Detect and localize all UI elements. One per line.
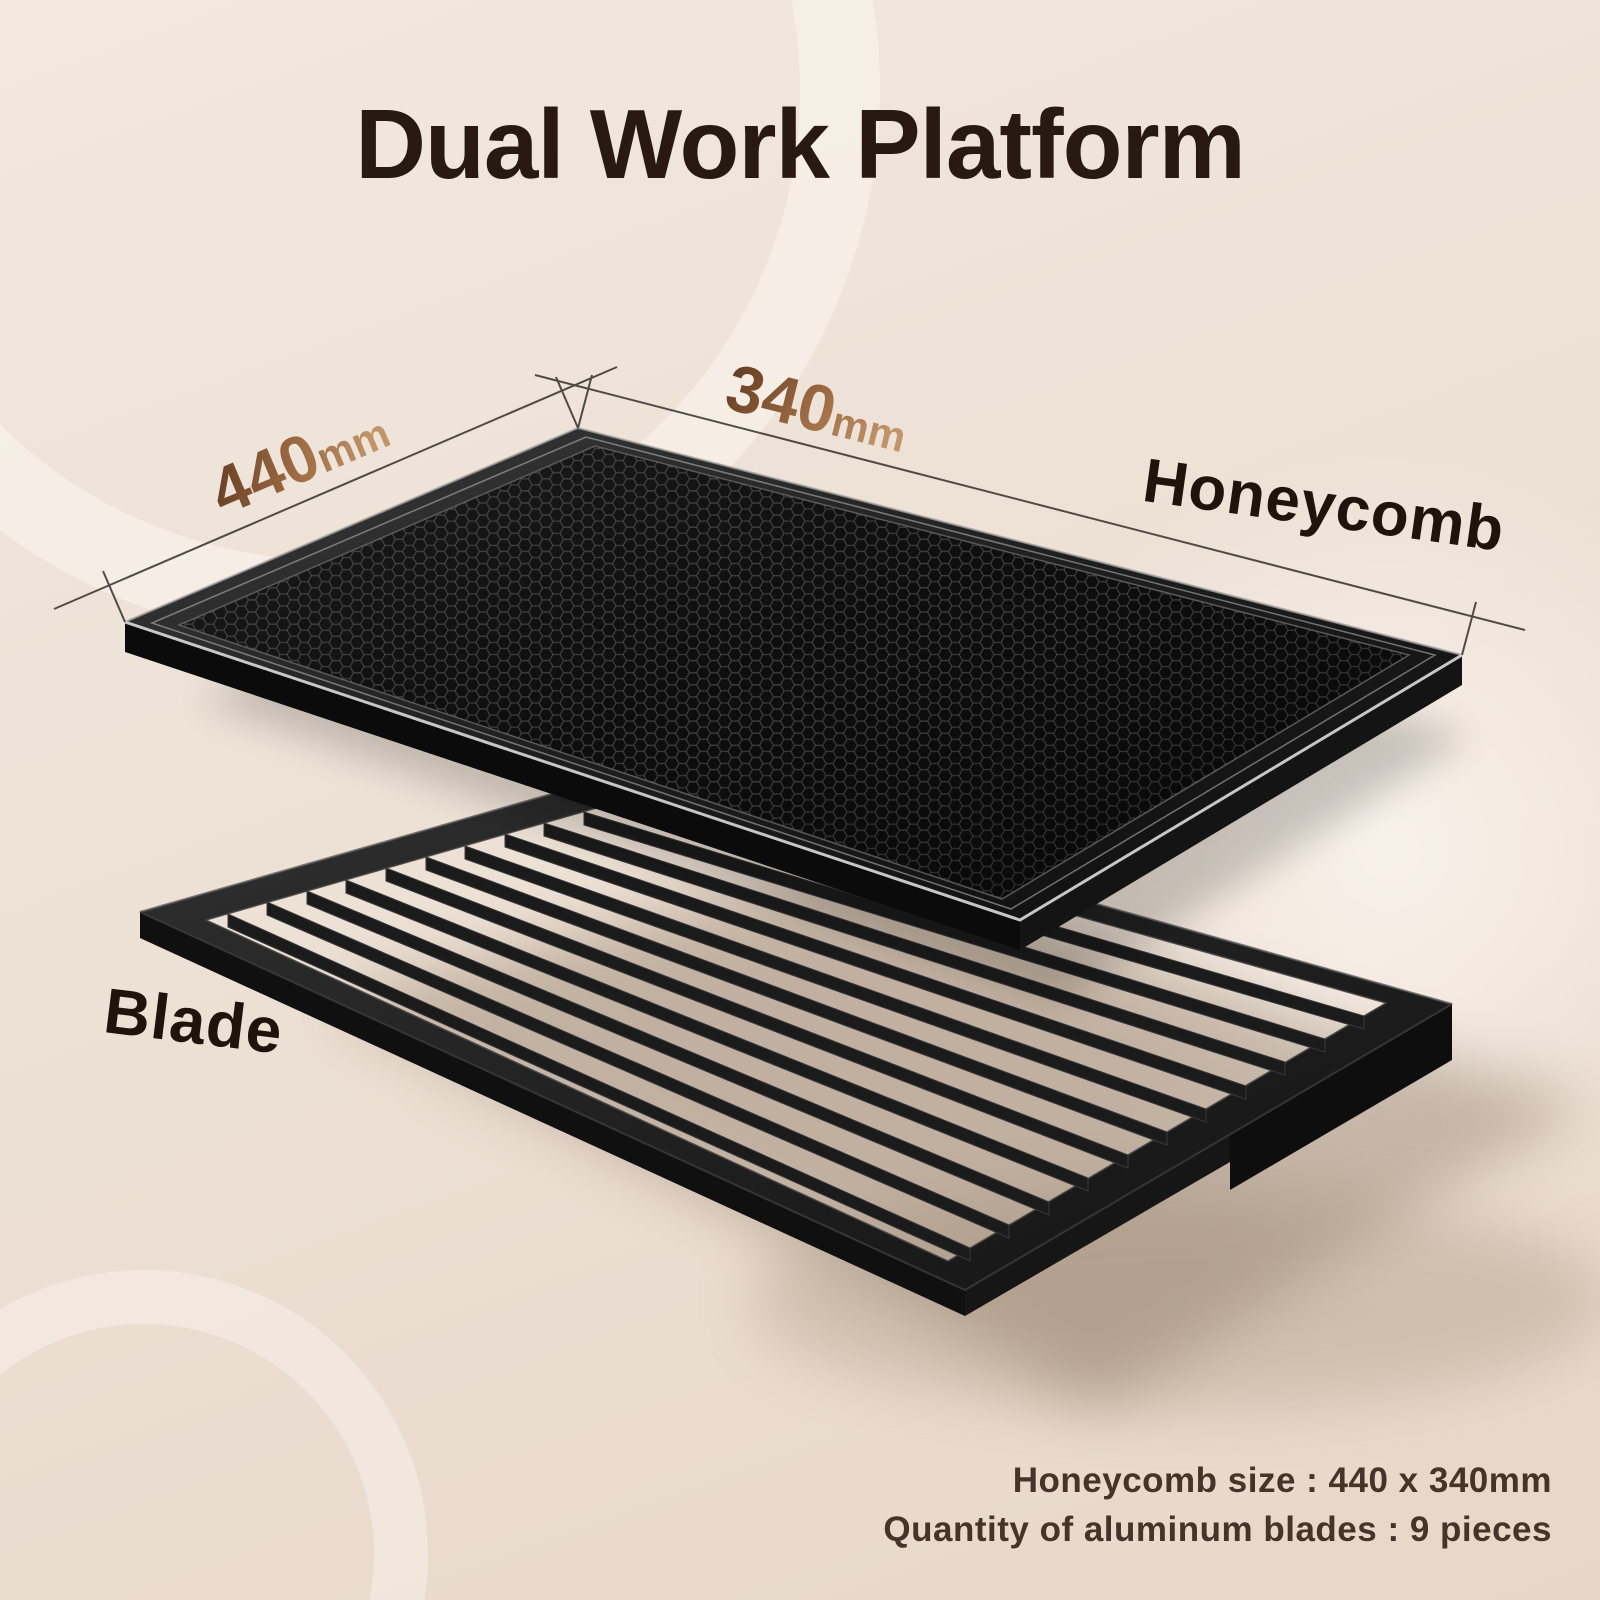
honeycomb-bevel-line (149, 436, 1437, 910)
blade-slat (227, 913, 971, 1262)
blade-slat (504, 833, 1247, 1100)
dimension-line-440 (53, 366, 618, 610)
dimension-line-340 (534, 374, 1526, 631)
blade-slat (306, 890, 1050, 1216)
dimension-lines (53, 366, 1526, 656)
blade-slat (385, 867, 1129, 1169)
blade-frame-side-right-near (965, 1134, 1230, 1316)
dimension-tick (102, 570, 126, 623)
dimension-tick (1461, 601, 1477, 656)
blade-slat (464, 845, 1207, 1123)
spec-blade-quantity: Quantity of aluminum blades : 9 pieces (883, 1510, 1552, 1549)
dimension-tick (577, 374, 593, 429)
blade-frame-inner-edge (203, 793, 1388, 1262)
blade-slat (345, 879, 1089, 1192)
honeycomb-mesh-shade (179, 446, 1409, 899)
dimension-tick (555, 376, 579, 429)
honeycomb-panel (124, 426, 1463, 950)
blade-slat (266, 901, 1010, 1239)
spec-honeycomb-size: Honeycomb size : 440 x 340mm (1012, 1461, 1552, 1500)
blade-slat (425, 856, 1168, 1146)
blade-frame-side-left (140, 912, 965, 1316)
dimension-label-440: 440mm (199, 389, 398, 529)
page-title: Dual Work Platform (355, 89, 1246, 199)
blade-frame-front-edge (139, 911, 1453, 1292)
honeycomb-side-left (125, 622, 1020, 950)
honeycomb-front-edge-highlight (124, 620, 1463, 922)
honeycomb-side-right (1020, 655, 1462, 950)
honeycomb-inner-edge (176, 445, 1411, 900)
blade-frame-side-right-step (1230, 1004, 1452, 1190)
specs-block: Honeycomb size : 440 x 340mm Quantity of… (883, 1456, 1552, 1554)
